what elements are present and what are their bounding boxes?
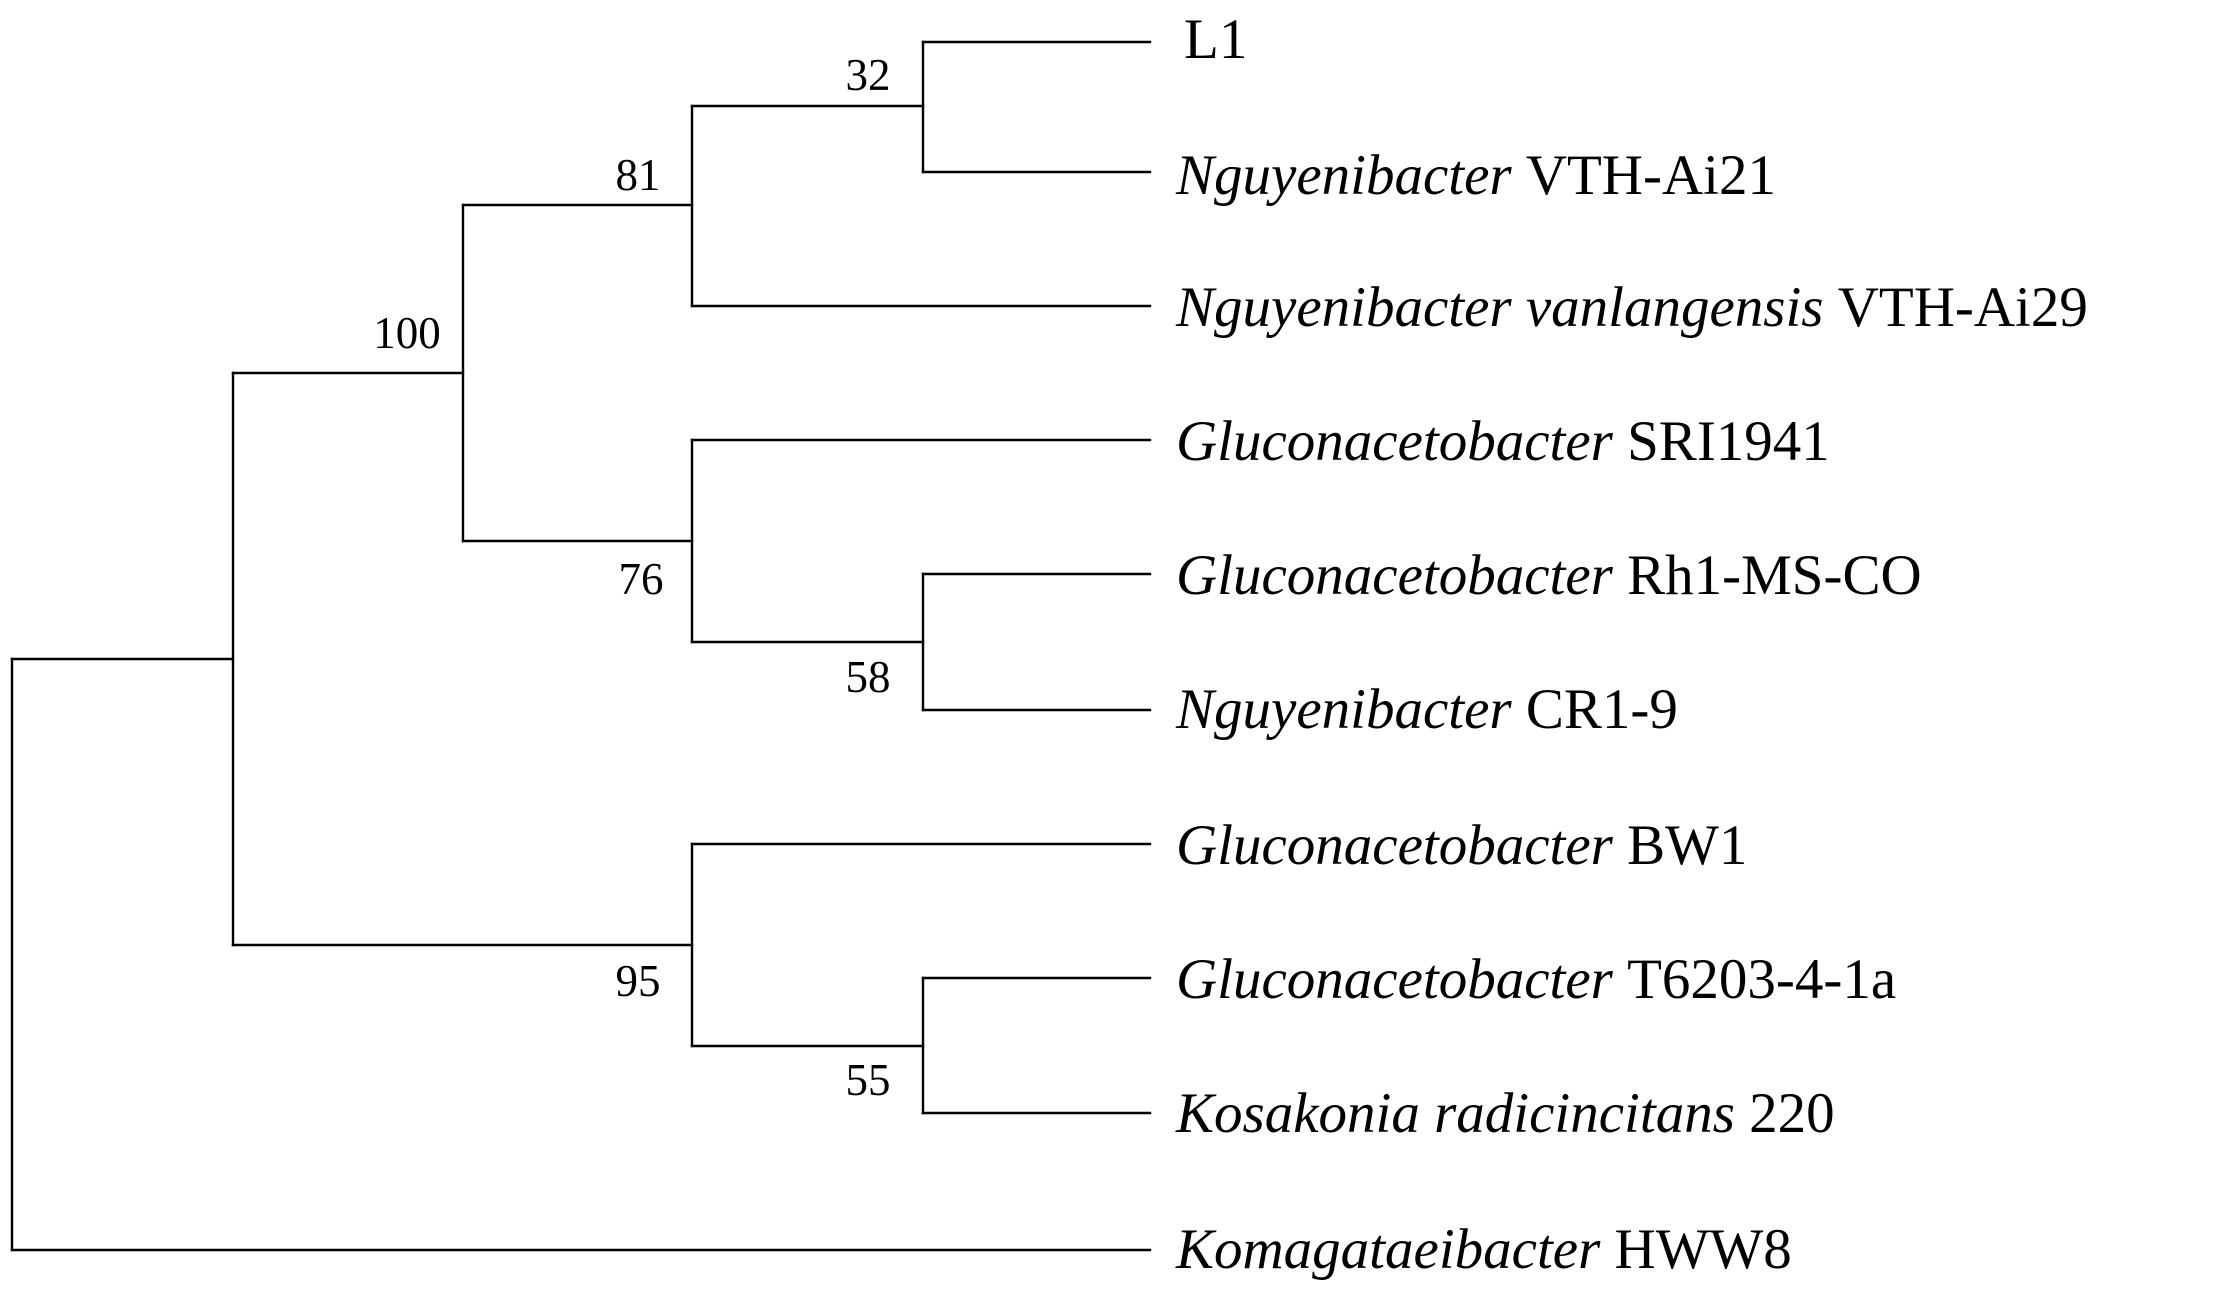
bootstrap-labels: 32 81 100 76 58 95 55 xyxy=(373,50,890,1105)
strain-name: CR1-9 xyxy=(1526,678,1678,741)
genus-name: Nguyenibacter xyxy=(1175,144,1526,207)
tip-label-t6203-4-1a: Gluconacetobacter T6203-4-1a xyxy=(1176,948,1896,1011)
tip-label-rh1-ms-co: Gluconacetobacter Rh1-MS-CO xyxy=(1176,544,1922,607)
tip-label-220: Kosakonia radicincitans 220 xyxy=(1175,1082,1835,1145)
genus-name: Kosakonia radicincitans xyxy=(1175,1082,1749,1145)
tip-label-sri1941: Gluconacetobacter SRI1941 xyxy=(1176,410,1830,473)
tree-branches xyxy=(10,40,1152,1252)
strain-name: VTH-Ai29 xyxy=(1838,276,2088,339)
genus-name: Gluconacetobacter xyxy=(1176,948,1627,1011)
bootstrap-value-76: 76 xyxy=(619,554,664,604)
tip-label-vth-ai21: Nguyenibacter VTH-Ai21 xyxy=(1175,144,1776,207)
genus-name: Gluconacetobacter xyxy=(1176,410,1627,473)
genus-name: Gluconacetobacter xyxy=(1176,814,1627,877)
strain-name: BW1 xyxy=(1627,814,1747,877)
strain-name: Rh1-MS-CO xyxy=(1627,544,1922,607)
strain-name: HWW8 xyxy=(1615,1218,1792,1281)
tip-label-vth-ai29: Nguyenibacter vanlangensis VTH-Ai29 xyxy=(1175,276,2088,339)
strain-name: VTH-Ai21 xyxy=(1526,144,1776,207)
bootstrap-value-100: 100 xyxy=(373,308,441,358)
tip-labels: L1 Nguyenibacter VTH-Ai21 Nguyenibacter … xyxy=(1175,8,2088,1281)
bootstrap-value-95: 95 xyxy=(616,956,661,1006)
bootstrap-value-55: 55 xyxy=(846,1055,891,1105)
tip-label-hww8: Komagataeibacter HWW8 xyxy=(1175,1218,1792,1281)
genus-name: Komagataeibacter xyxy=(1175,1218,1615,1281)
strain-name: T6203-4-1a xyxy=(1627,948,1896,1011)
strain-name: 220 xyxy=(1749,1082,1835,1145)
strain-name: L1 xyxy=(1184,8,1247,71)
genus-name: Gluconacetobacter xyxy=(1176,544,1627,607)
strain-name: SRI1941 xyxy=(1627,410,1830,473)
bootstrap-value-58: 58 xyxy=(846,652,891,702)
tip-label-l1: L1 xyxy=(1184,8,1247,71)
bootstrap-value-32: 32 xyxy=(846,50,891,100)
bootstrap-value-81: 81 xyxy=(616,150,661,200)
genus-name: Nguyenibacter xyxy=(1175,678,1526,741)
genus-name: Nguyenibacter vanlangensis xyxy=(1175,276,1838,339)
tip-label-cr1-9: Nguyenibacter CR1-9 xyxy=(1175,678,1678,741)
tip-label-bw1: Gluconacetobacter BW1 xyxy=(1176,814,1747,877)
